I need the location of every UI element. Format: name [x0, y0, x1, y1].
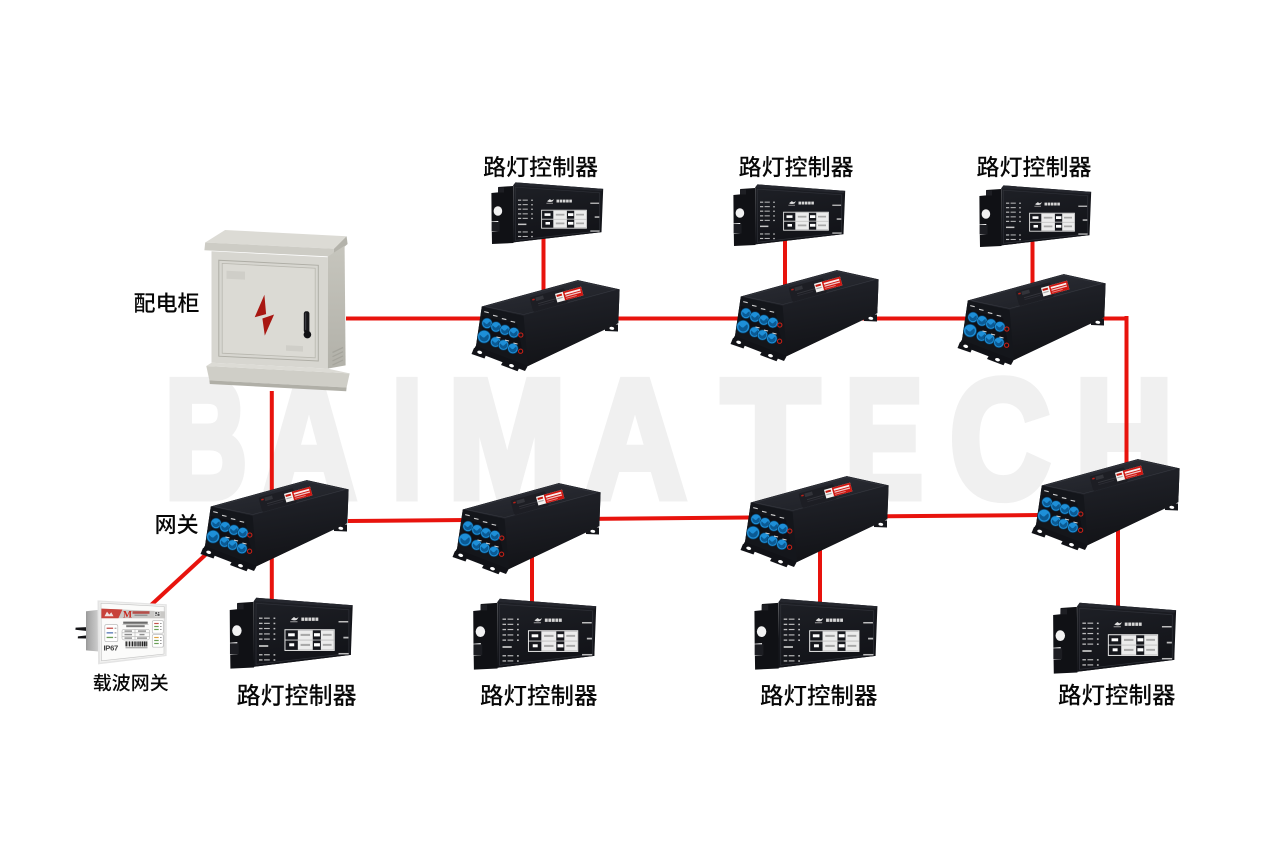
- svg-text:M: M: [123, 610, 132, 620]
- svg-text:I: I: [392, 345, 422, 533]
- svg-text:IP67: IP67: [104, 644, 118, 653]
- svg-text:C: C: [950, 345, 1050, 533]
